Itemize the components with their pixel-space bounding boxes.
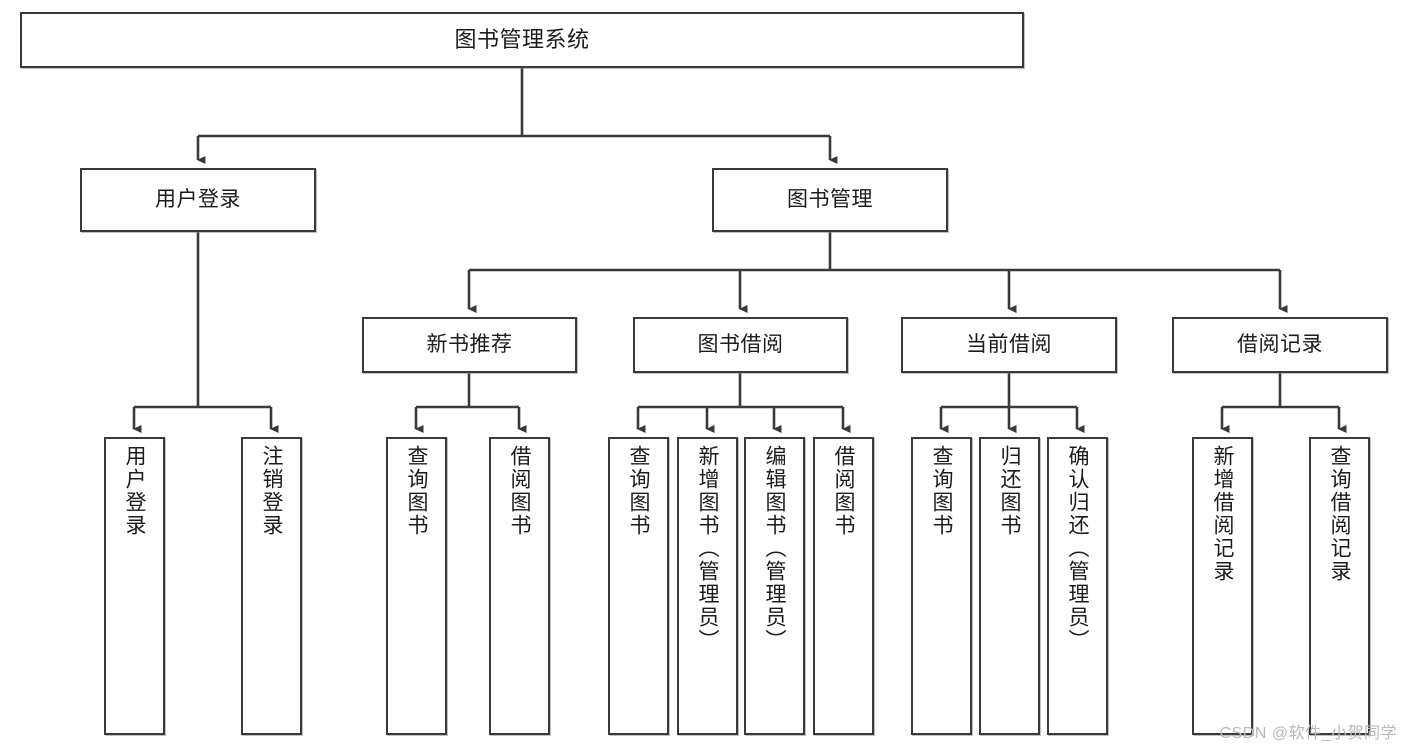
node-leaf-return-book-label: 归还图书: [998, 445, 1021, 537]
node-book-borrow[interactable]: 图书借阅: [633, 317, 848, 373]
node-current-borrow-label: 当前借阅: [966, 332, 1052, 356]
node-new-book-recommend-label: 新书推荐: [426, 332, 513, 356]
node-leaf-query-book-2-label: 查询图书: [627, 445, 650, 537]
node-leaf-confirm-return[interactable]: 确认归还（管理员）: [1047, 437, 1108, 735]
node-leaf-borrow-book-2-label: 借阅图书: [832, 445, 855, 537]
node-leaf-user-login-label: 用户登录: [123, 445, 146, 537]
node-leaf-borrow-book-1-label: 借阅图书: [508, 445, 531, 537]
node-leaf-query-book-1[interactable]: 查询图书: [386, 437, 447, 735]
node-current-borrow[interactable]: 当前借阅: [901, 317, 1117, 373]
node-leaf-edit-book-label: 编辑图书（管理员）: [763, 445, 786, 652]
node-borrow-record-label: 借阅记录: [1237, 332, 1323, 356]
node-root[interactable]: 图书管理系统: [20, 12, 1024, 68]
node-leaf-return-book[interactable]: 归还图书: [979, 437, 1040, 735]
node-leaf-borrow-book-2[interactable]: 借阅图书: [813, 437, 874, 735]
node-leaf-query-book-3[interactable]: 查询图书: [911, 437, 972, 735]
node-leaf-borrow-book-1[interactable]: 借阅图书: [489, 437, 550, 735]
node-book-borrow-label: 图书借阅: [697, 332, 784, 356]
node-leaf-query-book-3-label: 查询图书: [930, 445, 953, 537]
node-new-book-recommend[interactable]: 新书推荐: [362, 317, 577, 373]
node-leaf-user-logout-label: 注销登录: [260, 445, 283, 537]
node-leaf-confirm-return-label: 确认归还（管理员）: [1066, 445, 1089, 652]
node-root-label: 图书管理系统: [454, 27, 590, 53]
node-borrow-record[interactable]: 借阅记录: [1172, 317, 1388, 373]
node-book-manage-label: 图书管理: [787, 187, 873, 211]
node-leaf-user-logout[interactable]: 注销登录: [241, 437, 302, 735]
watermark-text: CSDN @软件_小贺同学: [1219, 725, 1397, 742]
node-leaf-add-record[interactable]: 新增借阅记录: [1192, 437, 1253, 735]
node-book-manage[interactable]: 图书管理: [712, 168, 948, 232]
node-user-login-label: 用户登录: [155, 187, 241, 211]
node-leaf-add-record-label: 新增借阅记录: [1211, 445, 1234, 583]
node-leaf-add-book-label: 新增图书（管理员）: [696, 445, 719, 652]
node-leaf-user-login[interactable]: 用户登录: [104, 437, 165, 735]
node-leaf-add-book[interactable]: 新增图书（管理员）: [677, 437, 738, 735]
node-user-login[interactable]: 用户登录: [80, 168, 316, 232]
node-leaf-query-record-label: 查询借阅记录: [1328, 445, 1351, 583]
node-leaf-query-book-2[interactable]: 查询图书: [608, 437, 669, 735]
node-leaf-query-record[interactable]: 查询借阅记录: [1309, 437, 1370, 735]
node-leaf-edit-book[interactable]: 编辑图书（管理员）: [744, 437, 805, 735]
node-leaf-query-book-1-label: 查询图书: [405, 445, 428, 537]
